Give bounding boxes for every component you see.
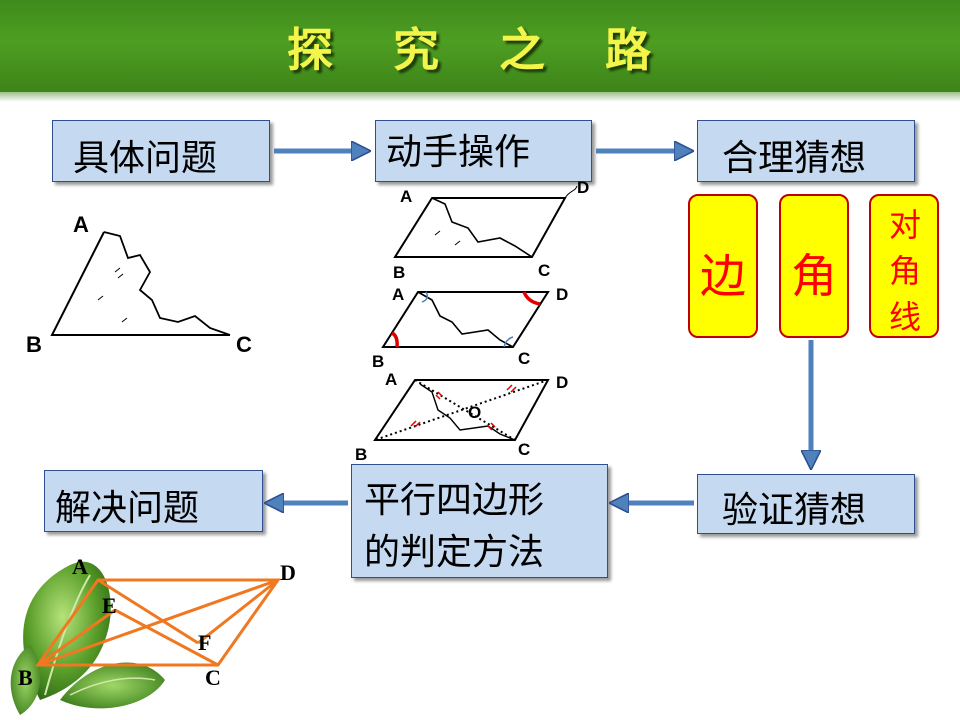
para1-label-d: D	[577, 178, 589, 197]
para3-label-d: D	[556, 373, 568, 392]
figure-label-a: A	[72, 554, 88, 579]
para3-label-a: A	[385, 370, 397, 389]
criteria-line2: 的判定方法	[364, 532, 545, 573]
figure-label-e: E	[102, 593, 117, 618]
reasonable-guess-box: 合理猜想	[697, 120, 915, 182]
guess-angle-box: 角	[779, 194, 849, 338]
para3-label-c: C	[518, 440, 530, 459]
orange-parallelogram-figure	[35, 578, 281, 667]
para2-label-b: B	[372, 352, 384, 371]
hands-on-label: 动手操作	[386, 132, 531, 173]
para2-label-a: A	[392, 285, 404, 304]
triangle-label-a: A	[73, 212, 89, 237]
parallelogram-1	[393, 185, 578, 258]
verify-guess-label: 验证猜想	[722, 490, 867, 531]
figure-label-b: B	[18, 665, 33, 690]
solve-problem-label: 解决问题	[55, 488, 200, 529]
header-bar	[0, 0, 960, 92]
guess-angle-label: 角	[791, 249, 837, 303]
para3-label-b: B	[355, 445, 367, 464]
triangle-label-b: B	[26, 332, 42, 357]
figure-label-f: F	[198, 630, 211, 655]
reasonable-guess-label: 合理猜想	[722, 138, 867, 179]
para1-label-b: B	[393, 263, 405, 282]
concrete-problem-box: 具体问题	[52, 120, 270, 182]
para1-label-c: C	[538, 261, 550, 280]
guess-diagonal-char3: 线	[889, 298, 922, 336]
slide-title: 探 究 之 路	[286, 23, 674, 77]
figure-label-c: C	[205, 665, 221, 690]
solve-problem-box: 解决问题	[44, 470, 263, 532]
hands-on-box: 动手操作	[375, 120, 592, 182]
para2-label-c: C	[518, 349, 530, 368]
header-shadow	[0, 92, 960, 102]
para2-label-d: D	[556, 285, 568, 304]
criteria-line1: 平行四边形	[364, 480, 545, 521]
concrete-problem-label: 具体问题	[73, 138, 218, 179]
parallelogram-3	[373, 379, 550, 441]
verify-guess-box: 验证猜想	[697, 474, 915, 534]
para1-label-a: A	[400, 187, 412, 206]
torn-triangle	[50, 231, 231, 336]
para3-label-o: O	[468, 403, 481, 422]
guess-side-box: 边	[688, 194, 758, 338]
guess-diagonal-char2: 角	[889, 252, 922, 290]
triangle-label-c: C	[236, 332, 252, 357]
criteria-box: 平行四边形 的判定方法	[351, 464, 608, 578]
figure-label-d: D	[280, 560, 296, 585]
guess-diagonal-char1: 对	[889, 206, 922, 244]
guess-diagonal-box: 对 角 线	[869, 194, 939, 338]
parallelogram-2	[381, 291, 550, 348]
guess-side-label: 边	[700, 249, 746, 303]
